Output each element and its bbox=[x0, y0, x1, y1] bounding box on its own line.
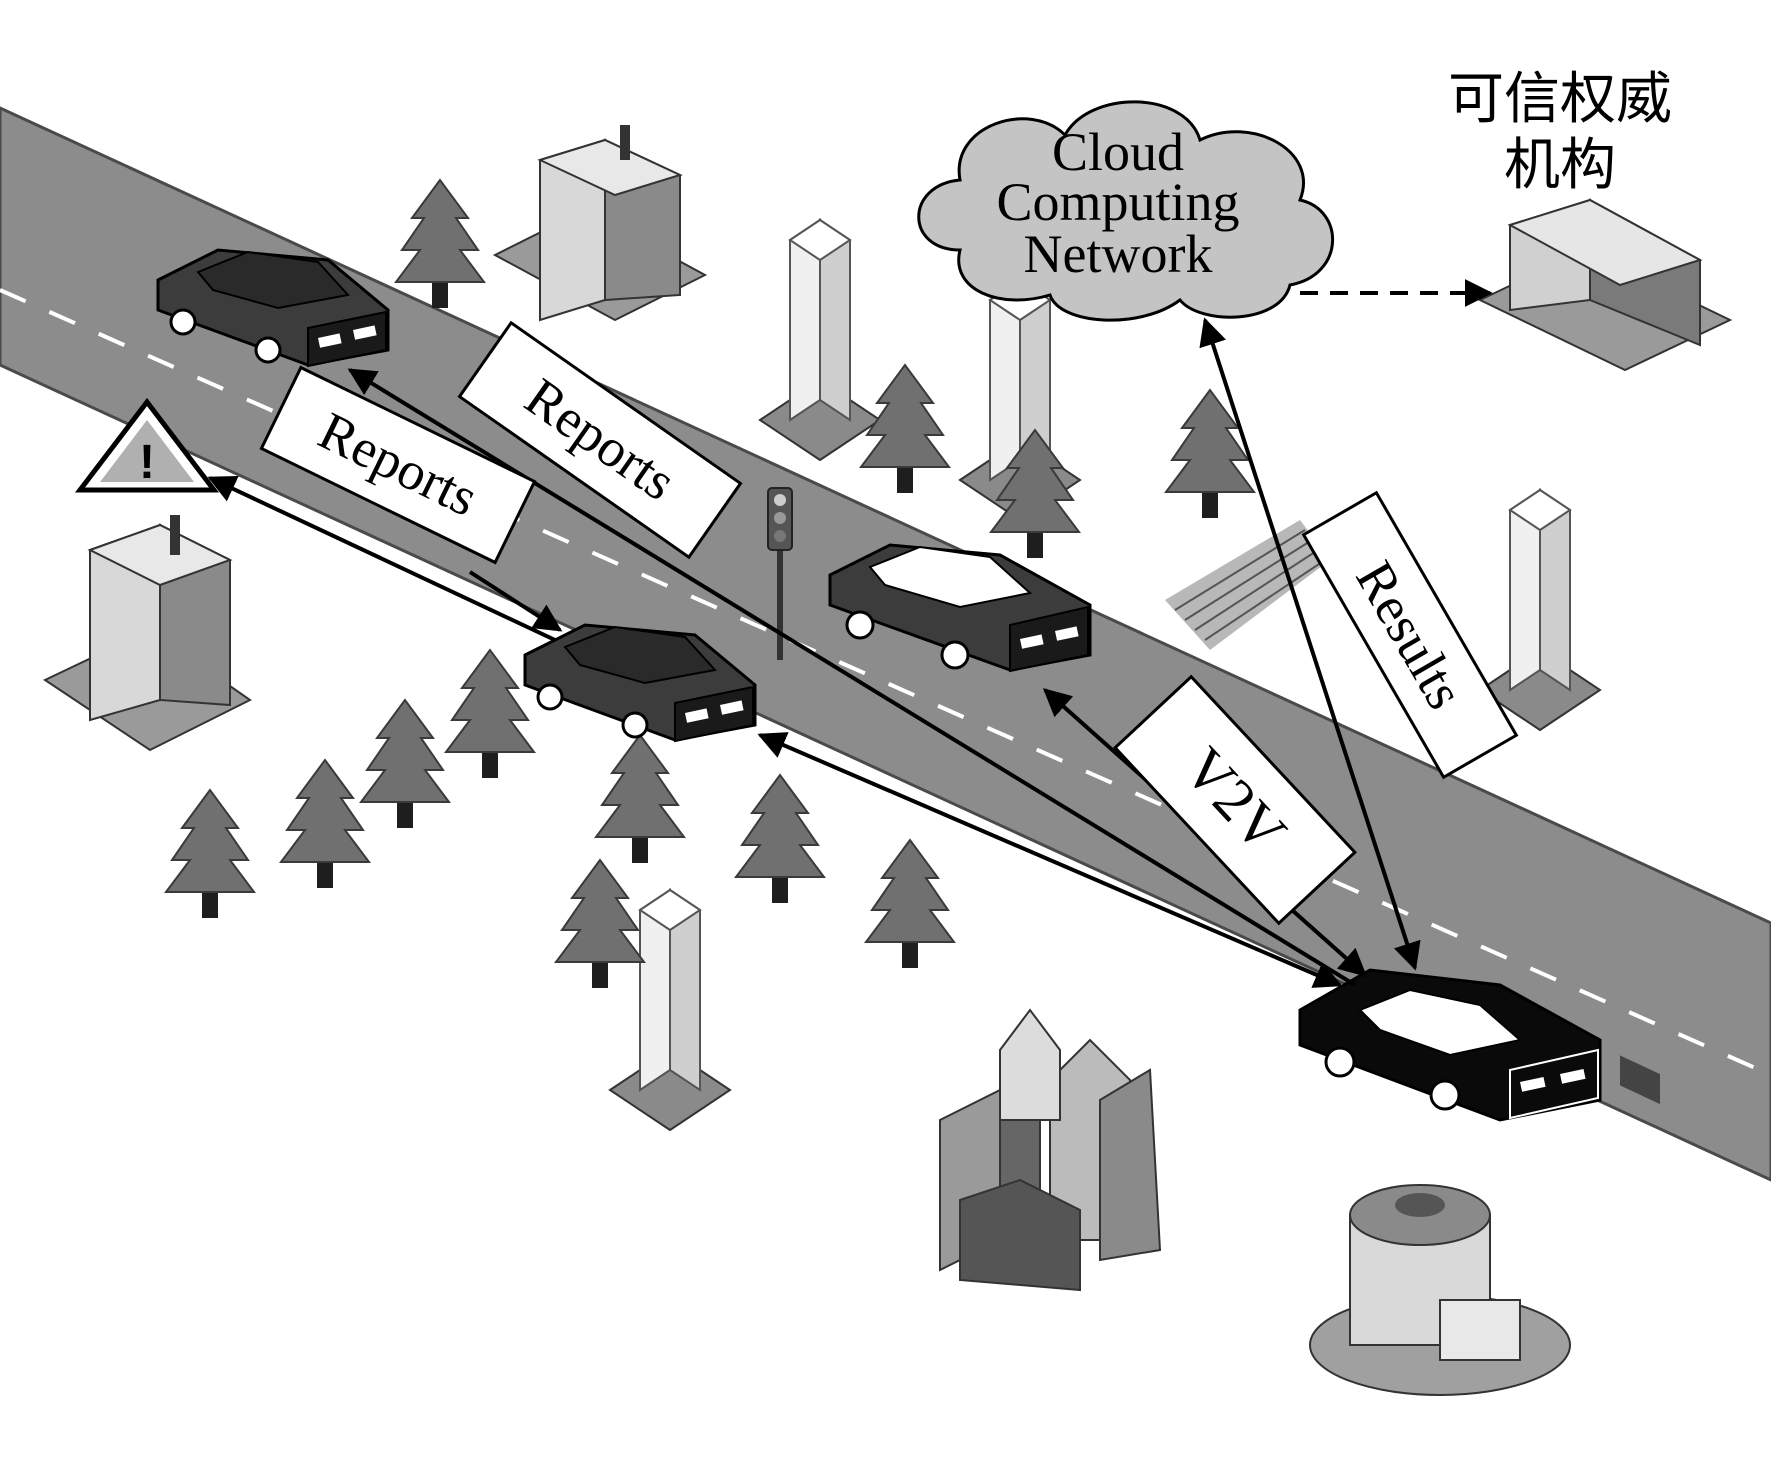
city-cluster bbox=[939, 1008, 1162, 1292]
tree bbox=[280, 759, 370, 889]
authority-label-line1: 可信权威 bbox=[1448, 67, 1672, 132]
authority-building bbox=[1477, 198, 1733, 1105]
tree bbox=[555, 859, 645, 989]
office-building-left bbox=[42, 515, 252, 752]
car-center-white-roof bbox=[828, 543, 1092, 673]
tower-building-1 bbox=[759, 219, 881, 461]
tree bbox=[865, 839, 955, 969]
tree bbox=[445, 649, 535, 779]
round-building bbox=[1309, 1184, 1571, 1396]
traffic-light bbox=[767, 487, 793, 660]
arrow-cloud-black-car bbox=[1199, 317, 1421, 971]
tree bbox=[1165, 389, 1255, 519]
tree bbox=[360, 699, 450, 829]
warning-symbol: ! bbox=[139, 436, 155, 489]
authority-label-line2: 机构 bbox=[1504, 133, 1616, 198]
cloud-label-line2: Computing bbox=[996, 172, 1239, 232]
trusted-authority-label: 可信权威 机构 bbox=[1448, 67, 1672, 198]
tower-building-3 bbox=[1479, 489, 1601, 731]
cloud-computing-network: Cloud Computing Network bbox=[917, 100, 1335, 322]
tree bbox=[860, 364, 950, 494]
arrow-middle-car-to-warning bbox=[207, 476, 556, 642]
cloud-label-line3: Network bbox=[1024, 224, 1213, 284]
warning-sign-icon: ! bbox=[74, 397, 220, 493]
tree bbox=[395, 179, 485, 309]
tree bbox=[735, 774, 825, 904]
tree bbox=[165, 789, 255, 919]
office-building-top bbox=[492, 125, 708, 322]
arrow-reports-to-middle-car bbox=[468, 570, 563, 632]
car-black-lower-right bbox=[1298, 968, 1602, 1122]
tree bbox=[595, 734, 685, 864]
cloud-label-line1: Cloud bbox=[1052, 122, 1184, 182]
